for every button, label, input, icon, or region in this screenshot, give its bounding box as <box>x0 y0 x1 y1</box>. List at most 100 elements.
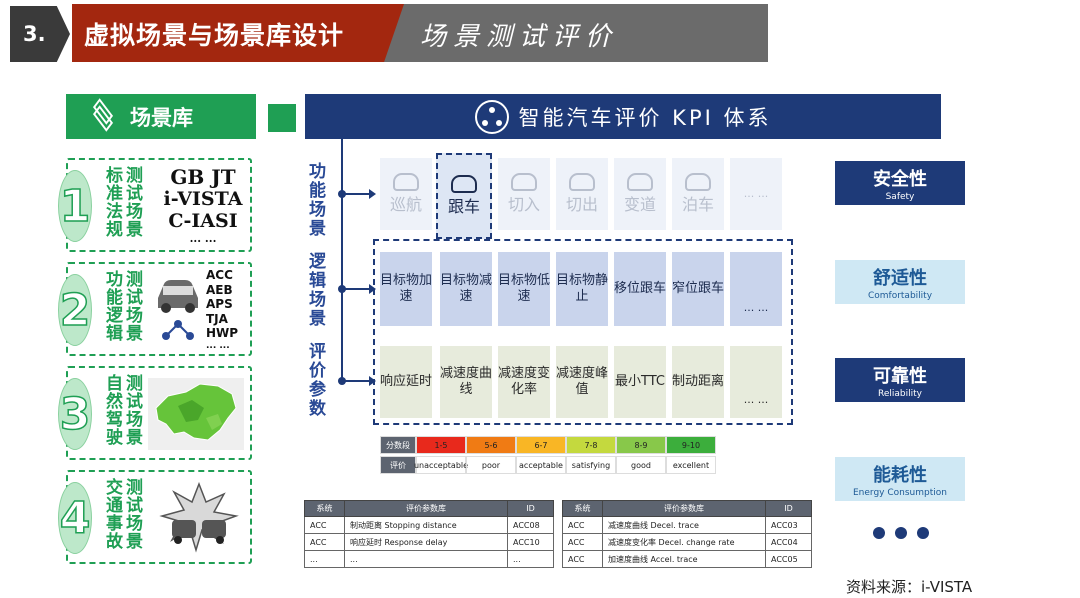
logic-scene-more: ... ... <box>730 252 782 326</box>
cell-system: ACC <box>562 516 603 534</box>
logic-scene: 移位跟车 <box>614 252 666 326</box>
library-item-standards: 1 标准法规 测试场景 GB JT i-VISTA C-IASI ... ... <box>58 158 252 252</box>
eval-param: 响应延时 <box>380 346 432 418</box>
col-header: ID <box>765 500 812 517</box>
car-icon <box>569 173 595 191</box>
cell-param: 减速度变化率 Decel. change rate <box>602 533 766 551</box>
car-network-icon <box>154 274 200 344</box>
score-grade: excellent <box>666 456 716 474</box>
eval-param: 最小TTC <box>614 346 666 418</box>
col-header: 系统 <box>304 500 345 517</box>
layers-icon <box>90 97 118 132</box>
section-number: 3. <box>10 6 70 62</box>
score-grade: poor <box>466 456 516 474</box>
score-grade: unacceptable <box>414 456 468 474</box>
item-label-col2: 测试场景 <box>122 374 142 446</box>
logic-scene: 目标物静止 <box>556 252 608 326</box>
cell-id: ACC03 <box>765 516 812 534</box>
func-hwp: HWP <box>206 326 239 340</box>
more-dots <box>873 527 929 539</box>
score-grade: good <box>616 456 666 474</box>
cell-system: ACC <box>562 550 603 568</box>
cell-id: ACC10 <box>507 533 554 551</box>
page-title: 虚拟场景与场景库设计 <box>84 21 345 50</box>
connector-arrow-functional <box>338 189 376 199</box>
item-number: 2 <box>58 274 92 346</box>
metric-label-en: Comfortability <box>867 290 933 301</box>
score-range: 6-7 <box>516 436 566 454</box>
item-label-col1: 交通事故 <box>102 478 122 550</box>
eval-param: 减速度变化率 <box>498 346 550 418</box>
score-grade: satisfying <box>566 456 616 474</box>
car-icon <box>627 173 653 191</box>
china-map-icon <box>148 378 244 450</box>
func-scene-parking: 泊车 <box>672 158 724 230</box>
func-scene-lane-change: 变道 <box>614 158 666 230</box>
cell-param: 减速度曲线 Decel. trace <box>602 516 766 534</box>
page-subtitle: 场景测试评价 <box>420 22 619 52</box>
connector-vertical <box>341 138 343 383</box>
cell-param: ... <box>344 550 508 568</box>
metric-label: 安全性 <box>873 168 927 190</box>
func-scene-more: ... ... <box>730 158 782 230</box>
item-label-col1: 标准法规 <box>102 166 122 238</box>
metric-label-en: Energy Consumption <box>853 487 947 498</box>
metric-label-en: Reliability <box>878 388 922 399</box>
func-tja: TJA <box>206 311 228 326</box>
col-header: 评价参数库 <box>344 500 508 517</box>
logic-scene: 目标物减速 <box>440 252 492 326</box>
func-aps: APS <box>206 297 233 311</box>
func-scene-label: 切入 <box>507 195 540 214</box>
item-label-col2: 测试场景 <box>122 478 142 550</box>
col-header: 评价参数库 <box>602 500 766 517</box>
func-scene-label: 巡航 <box>389 195 422 214</box>
badge-gb-jt: GB JT <box>170 165 236 189</box>
col-header: ID <box>507 500 554 517</box>
item-label-col1: 自然驾驶 <box>102 374 122 446</box>
network-logo-icon <box>474 99 509 134</box>
logic-scene: 窄位跟车 <box>672 252 724 326</box>
score-range: 1-5 <box>416 436 466 454</box>
library-item-accidents: 4 交通事故 测试场景 <box>58 470 252 564</box>
func-scene-label: ... ... <box>743 187 769 200</box>
cell-id: ACC05 <box>765 550 812 568</box>
badge-ivista: i-VISTA <box>163 188 243 210</box>
car-crash-icon <box>156 481 242 554</box>
cell-system: ... <box>304 550 345 568</box>
func-scene-label: 泊车 <box>681 195 714 214</box>
score-grade-row: 评价 unacceptable poor acceptable satisfyi… <box>380 456 716 474</box>
item-number: 1 <box>58 170 92 242</box>
logic-eval-panel <box>373 239 793 425</box>
score-range: 7-8 <box>566 436 616 454</box>
func-aeb: AEB <box>206 282 233 297</box>
item-number: 3 <box>58 378 92 450</box>
func-acc: ACC <box>206 268 233 282</box>
cell-system: ACC <box>562 533 603 551</box>
function-list: ACC AEB APS TJA HWP ... ... <box>206 268 238 351</box>
metric-label: 可靠性 <box>873 365 927 387</box>
func-scene-label: 跟车 <box>447 197 480 216</box>
cell-system: ACC <box>304 516 345 534</box>
cell-system: ACC <box>304 533 345 551</box>
badge-ciasi: C-IASI <box>168 210 238 232</box>
func-scene-label: 切出 <box>565 195 598 214</box>
eval-param: 减速度曲线 <box>440 346 492 418</box>
logic-scene: 目标物低速 <box>498 252 550 326</box>
metric-label-en: Safety <box>885 191 915 202</box>
car-icon <box>685 173 711 191</box>
metric-label: 能耗性 <box>873 464 927 486</box>
table-row: ......... <box>304 550 554 568</box>
func-scene-label: 变道 <box>623 195 656 214</box>
source-note: 资料来源：i-VISTA <box>846 578 973 596</box>
item-label-col2: 测试场景 <box>122 166 142 238</box>
func-scene-cruise: 巡航 <box>380 158 432 230</box>
